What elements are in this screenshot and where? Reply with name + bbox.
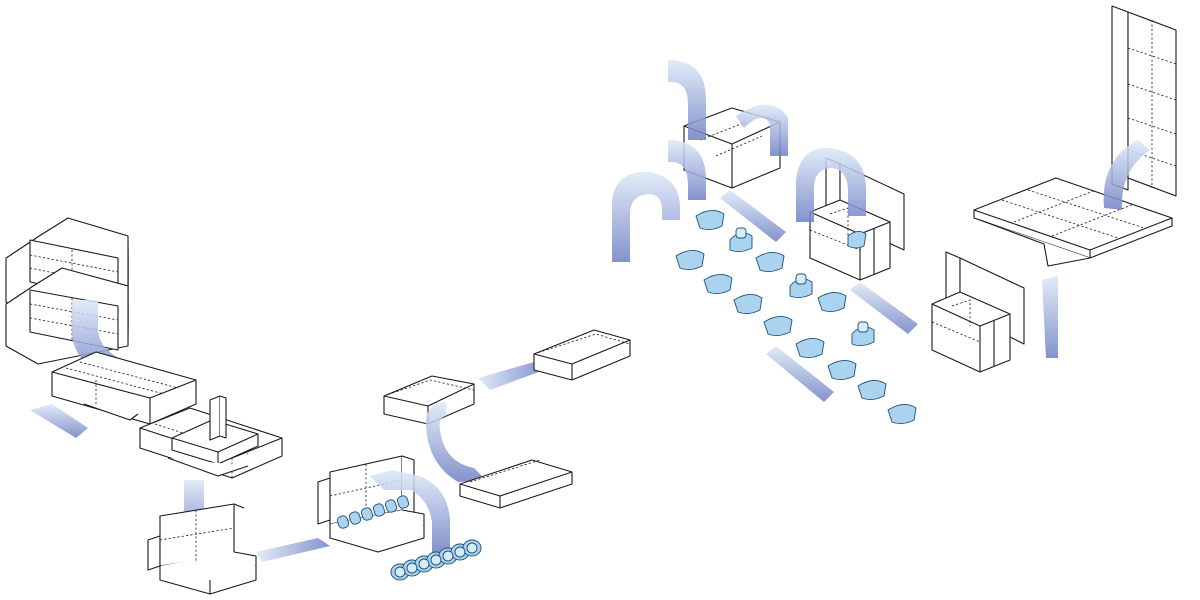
wraparound-case	[931, 251, 1025, 373]
flow-arrow-loop-partition	[796, 147, 866, 222]
closed-box-long	[533, 329, 631, 381]
flow-arrow-unfold-next	[30, 404, 88, 438]
cylinder-row-items	[390, 539, 482, 581]
forming-press	[139, 395, 283, 479]
flow-arrow-caps-diagonal-mid	[850, 282, 918, 334]
flow-arrow-box-to-long	[478, 362, 544, 390]
flow-arrow-sheet-down	[1042, 276, 1058, 358]
tray-loading-cylinders	[317, 455, 425, 553]
flow-arrow-loop-middle	[668, 140, 706, 200]
loaded-cylinders	[336, 495, 410, 529]
flow-arrow-caps-diagonal-low	[766, 346, 834, 402]
flow-arrow-loop-right	[736, 104, 788, 156]
flow-arrow-sleeve-to-box	[425, 402, 486, 482]
sheet-flat	[973, 177, 1173, 267]
caps-conveyor	[675, 210, 917, 425]
flow-arrow-tray-to-loading	[256, 538, 330, 562]
blank-unfolded	[51, 351, 197, 425]
flow-arrow-sheet-to-panel	[1103, 140, 1150, 210]
sleeve-flat	[459, 459, 573, 509]
flow-arrow-cylinders-to-tray	[370, 470, 450, 552]
flow-arrow-loop-left	[612, 171, 680, 262]
blank-stack	[5, 217, 129, 365]
cylinder-row	[390, 539, 482, 581]
tray-formed	[147, 503, 257, 595]
flow-arrow-caps-diagonal-top	[720, 190, 786, 242]
cap-items	[675, 210, 917, 425]
closed-box-small	[383, 375, 475, 425]
flow-arrow-loop-top	[668, 60, 706, 140]
